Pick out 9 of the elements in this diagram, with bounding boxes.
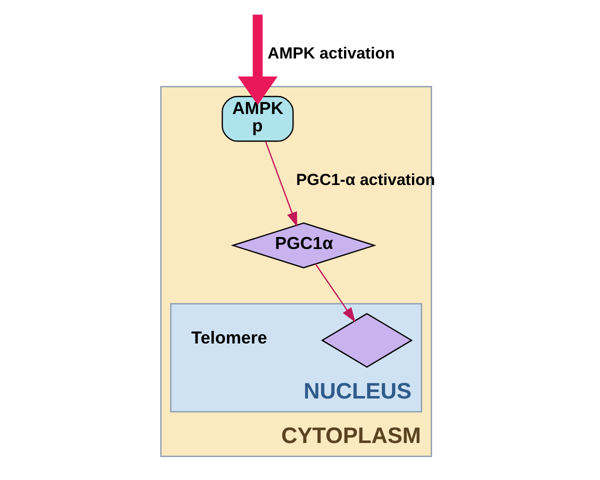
edge-label: AMPK activation bbox=[267, 44, 394, 63]
arrow bbox=[237, 14, 278, 105]
node-diamond: PGC1α bbox=[230, 222, 376, 268]
label: Telomere bbox=[190, 328, 267, 348]
arrow bbox=[314, 264, 355, 322]
edge-label: PGC1-α activation bbox=[296, 171, 435, 190]
node-box: AMPK p bbox=[221, 96, 294, 142]
arrow bbox=[264, 141, 297, 227]
node-diamond bbox=[320, 312, 412, 368]
